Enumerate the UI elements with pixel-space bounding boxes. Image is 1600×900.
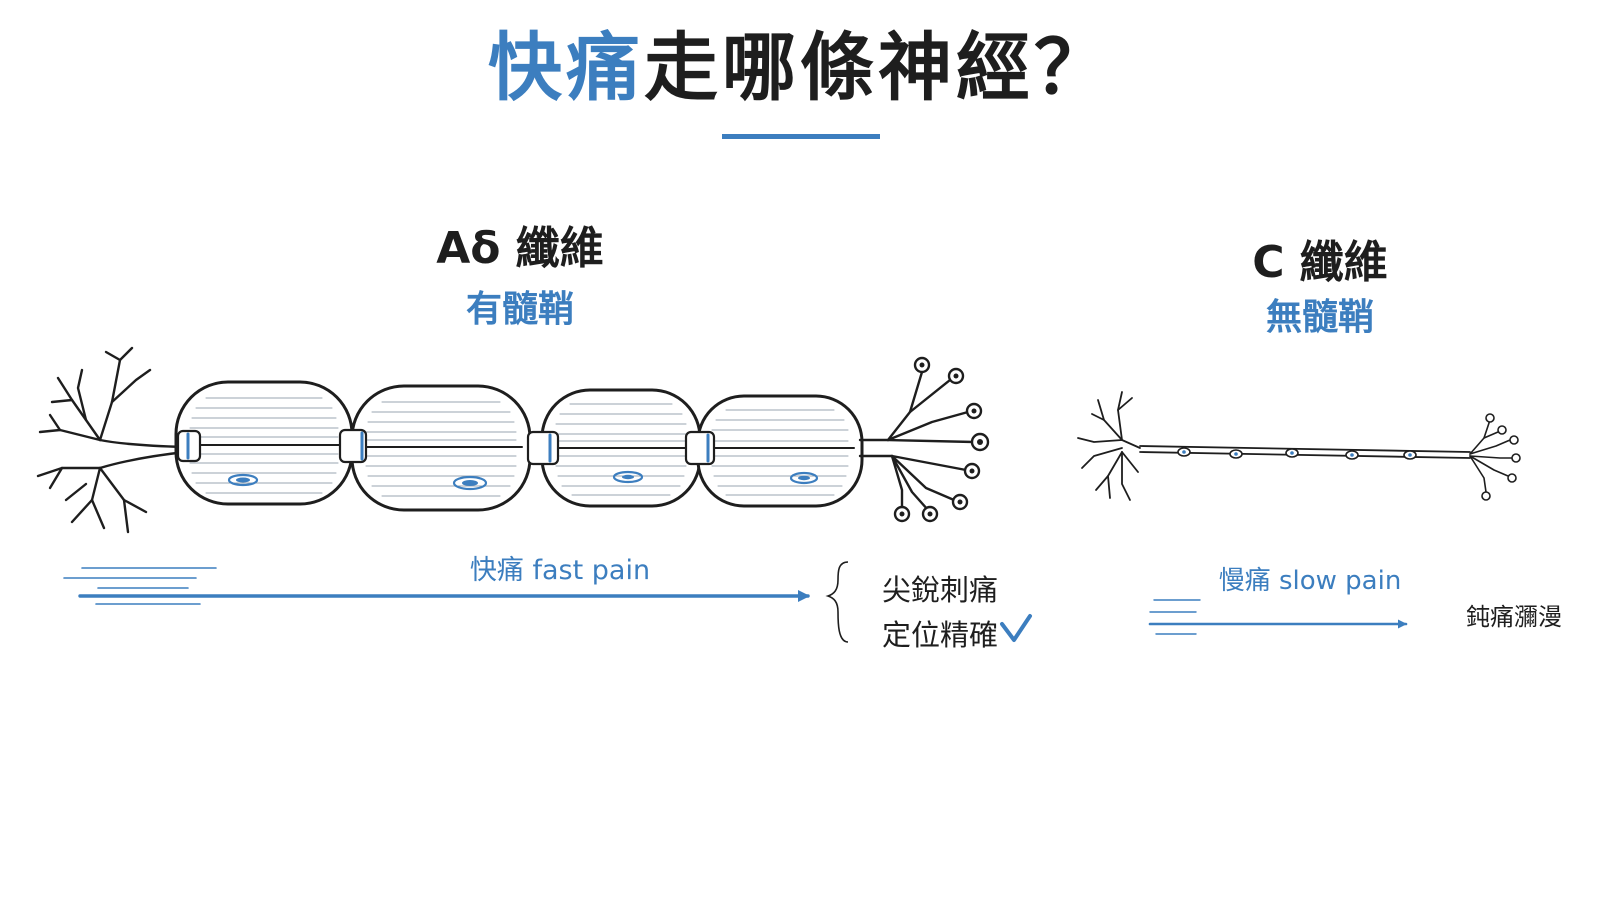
node-of-ranvier — [176, 429, 202, 463]
c-fiber-axon-terminals — [1469, 413, 1521, 501]
slow-pain-arrow — [1148, 599, 1408, 635]
node-of-ranvier — [684, 430, 716, 466]
node-of-ranvier — [338, 428, 368, 464]
title-highlight: 快痛 — [488, 25, 644, 111]
title-underline — [722, 134, 880, 139]
myelin-sheath-segment-3 — [540, 388, 702, 508]
myelin-sheath-segment-4 — [696, 394, 864, 508]
c-fiber-name: C 纖維 — [1252, 237, 1388, 288]
slow-pain-label: 慢痛 slow pain — [1218, 566, 1402, 596]
fast-pain-desc-2: 定位精確 — [882, 618, 999, 652]
c-sheath-label: 無髓鞘 — [1265, 297, 1374, 338]
fast-pain-desc-1: 尖銳刺痛 — [882, 573, 999, 607]
page-title: 快痛走哪條神經？ — [0, 25, 1600, 111]
a-delta-axon-terminals — [858, 356, 990, 523]
a-delta-neuron — [36, 346, 990, 534]
myelin-sheath-segment-2 — [350, 384, 532, 512]
node-of-ranvier — [526, 430, 560, 466]
a-delta-sheath-label: 有髓鞘 — [465, 289, 574, 330]
c-fiber-dendrites — [1077, 391, 1141, 501]
fast-pain-arrow — [63, 567, 810, 605]
myelin-sheath-segment-1 — [174, 380, 354, 506]
title-rest: 走哪條神經？ — [644, 25, 1112, 111]
fast-pain-label: 快痛 fast pain — [469, 555, 651, 586]
description-brace — [825, 561, 849, 643]
a-delta-dendrites — [36, 346, 187, 534]
c-fiber-neuron — [1077, 391, 1521, 501]
check-icon — [1000, 614, 1032, 642]
slow-pain-desc: 鈍痛瀰漫 — [1466, 603, 1562, 631]
a-delta-fiber-name: Aδ 纖維 — [436, 223, 604, 274]
